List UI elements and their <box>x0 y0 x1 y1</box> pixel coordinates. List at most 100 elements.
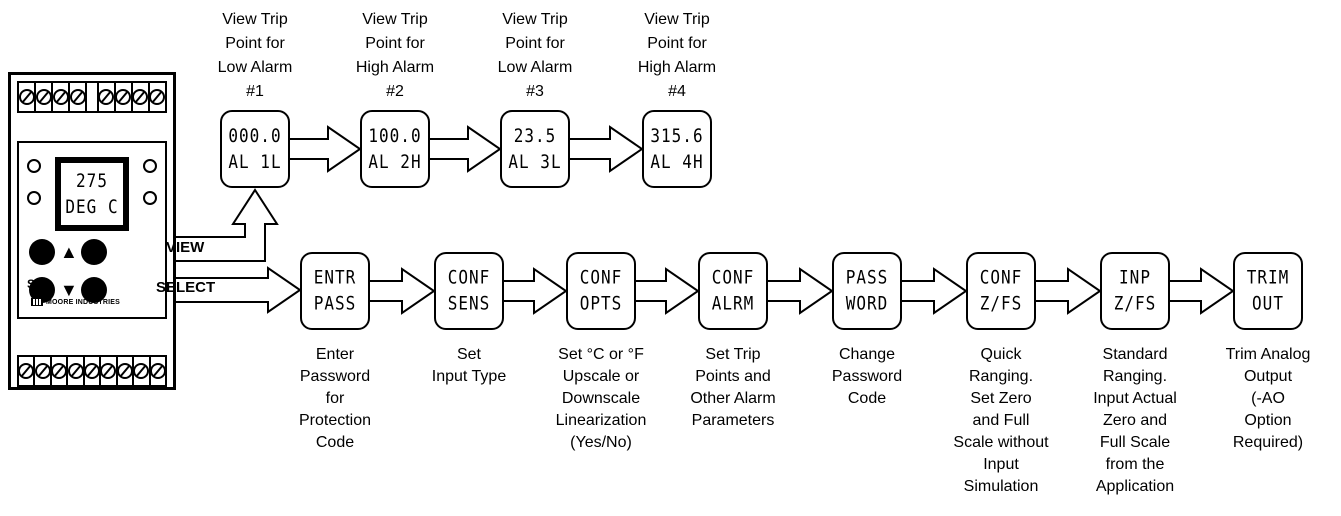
caption-line: Set <box>456 346 481 363</box>
display-line: WORD <box>845 292 889 315</box>
screw-icon <box>35 89 52 105</box>
caption-line: Upscale or <box>562 368 640 385</box>
select-flow-arrow <box>900 267 968 315</box>
caption-line: Option <box>1244 412 1292 429</box>
view-left-button[interactable] <box>29 239 55 265</box>
view-flow-arrow <box>288 125 362 173</box>
led-indicator <box>143 191 157 205</box>
view-arrow <box>163 188 279 262</box>
caption-line: Enter <box>315 346 355 363</box>
display-line: AL 3L <box>508 150 562 173</box>
terminal <box>52 83 71 111</box>
device-brand: MOORE INDUSTRIES <box>31 298 120 306</box>
display-line: INP <box>1119 266 1151 289</box>
caption-line: Low Alarm <box>497 59 573 76</box>
view-label: VIEW <box>166 239 205 256</box>
select-display-6: CONF Z/FS <box>966 252 1036 330</box>
terminal <box>67 357 85 385</box>
display-line: AL 1L <box>228 150 282 173</box>
select-flow-arrow <box>1168 267 1235 315</box>
display-line: CONF <box>979 266 1023 289</box>
view-flow-arrow <box>568 125 644 173</box>
terminal <box>87 83 99 111</box>
caption-line: View Trip <box>222 11 288 28</box>
screw-icon <box>52 89 69 105</box>
view-display-3: 23.5 AL 3L <box>500 110 570 188</box>
caption-line: Scale without <box>953 434 1049 451</box>
terminal <box>35 83 54 111</box>
caption-line: Point for <box>365 35 425 52</box>
device-display-line-1: 275 <box>76 169 108 192</box>
caption-line: Set Zero <box>970 390 1032 407</box>
caption-line: Linearization <box>555 412 647 429</box>
caption-line: Set Trip <box>705 346 761 363</box>
caption-line: Input Actual <box>1093 390 1177 407</box>
caption-line: Code <box>315 434 355 451</box>
spa-device: 275 DEG C ▲ ▼ SPA MOORE INDUSTRIES <box>8 72 176 390</box>
caption-line: Ranging. <box>968 368 1034 385</box>
display-line: 23.5 <box>513 124 557 147</box>
caption-line: (-AO <box>1251 390 1285 407</box>
screw-icon <box>98 89 115 105</box>
terminal <box>149 357 166 385</box>
arrow-down-icon: ▼ <box>60 280 78 300</box>
caption-line: Parameters <box>691 412 775 429</box>
device-display: 275 DEG C <box>55 157 129 231</box>
select-right-button[interactable] <box>81 277 107 303</box>
terminal <box>69 83 88 111</box>
display-line: Z/FS <box>979 292 1023 315</box>
top-terminal-block <box>17 81 167 113</box>
caption-line: Code <box>847 390 887 407</box>
caption-line: Required) <box>1232 434 1304 451</box>
screw-icon <box>51 363 68 379</box>
screw-icon <box>18 89 35 105</box>
led-indicator <box>143 159 157 173</box>
caption-line: (Yes/No) <box>570 434 632 451</box>
select-flow-arrow <box>766 267 834 315</box>
caption-line: #4 <box>668 83 686 100</box>
brand-logo-icon <box>31 298 43 306</box>
caption-line: #3 <box>526 83 544 100</box>
caption-line: and Full <box>972 412 1030 429</box>
caption-line: View Trip <box>502 11 568 28</box>
display-line: AL 4H <box>650 150 704 173</box>
caption-line: High Alarm <box>637 59 717 76</box>
caption-line: from the <box>1105 456 1165 473</box>
caption-line: Application <box>1095 478 1175 495</box>
display-line: AL 2H <box>368 150 422 173</box>
display-line: 100.0 <box>368 124 422 147</box>
caption-line: Point for <box>505 35 565 52</box>
caption-line: #1 <box>246 83 264 100</box>
screw-icon <box>133 363 150 379</box>
display-line: CONF <box>711 266 755 289</box>
terminal <box>83 357 102 385</box>
screw-icon <box>69 89 86 105</box>
display-line: CONF <box>579 266 623 289</box>
select-flow-arrow <box>634 267 700 315</box>
select-arrow <box>163 266 302 314</box>
led-indicator <box>27 191 41 205</box>
screw-icon <box>149 363 166 379</box>
screw-icon <box>34 363 51 379</box>
select-flow-arrow <box>368 267 436 315</box>
caption-line: Quick <box>980 346 1022 363</box>
screw-icon <box>100 363 117 379</box>
caption-line: Low Alarm <box>217 59 293 76</box>
view-right-button[interactable] <box>81 239 107 265</box>
brand-name: MOORE INDUSTRIES <box>46 298 120 306</box>
terminal <box>51 357 69 385</box>
